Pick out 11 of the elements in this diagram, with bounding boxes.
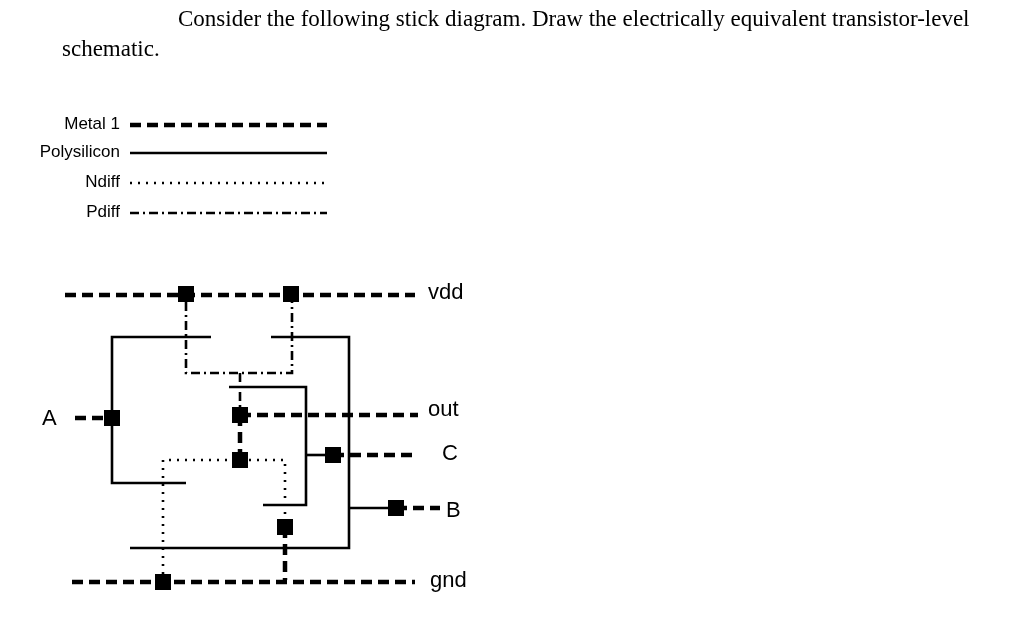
legend-label: Ndiff	[84, 172, 120, 192]
terminal-label: gnd	[430, 568, 467, 592]
terminal-label: C	[442, 441, 458, 465]
terminal-label: out	[428, 397, 459, 421]
legend-label: Pdiff	[85, 202, 120, 222]
question-text: Consider the following stick diagram. Draw the electrically equivalent transistor-level schematic.	[62, 5, 971, 63]
terminal-label: A	[42, 406, 57, 430]
terminal-label: B	[446, 498, 461, 522]
legend-label: Polysilicon	[38, 142, 120, 162]
legend-label: Metal 1	[63, 114, 120, 134]
terminal-label: vdd	[428, 280, 464, 304]
